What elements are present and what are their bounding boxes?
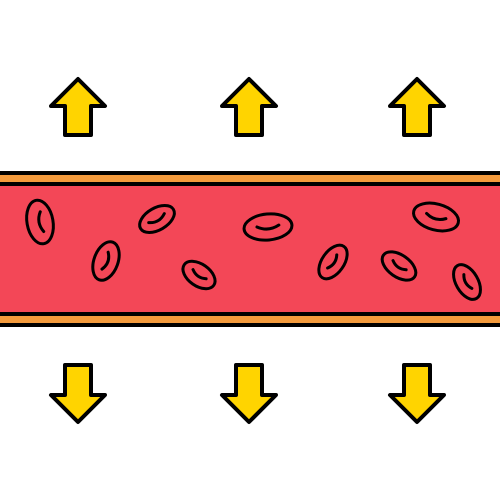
arrow-down-icon: [388, 363, 446, 424]
red-blood-cell-icon: [317, 243, 349, 281]
red-blood-cell-icon: [380, 250, 418, 282]
red-blood-cell-icon: [25, 198, 55, 246]
arrow-up-icon: [49, 77, 107, 137]
red-blood-cell-icon: [412, 201, 460, 233]
arrow-up-icon: [220, 77, 278, 137]
arrows-up-group: [49, 77, 446, 137]
vessel-wall-bottom: [0, 312, 500, 327]
red-blood-cells: [25, 198, 482, 301]
red-blood-cell-icon: [138, 204, 176, 234]
arrow-down-icon: [49, 363, 107, 424]
red-blood-cell-icon: [242, 212, 294, 242]
red-blood-cell-icon: [91, 240, 121, 282]
arrow-up-icon: [388, 77, 446, 137]
arrow-down-icon: [220, 363, 278, 424]
blood-vessel: [0, 171, 500, 327]
red-blood-cell-icon: [452, 263, 482, 301]
red-blood-cell-icon: [181, 259, 217, 291]
arrows-down-group: [49, 363, 446, 424]
